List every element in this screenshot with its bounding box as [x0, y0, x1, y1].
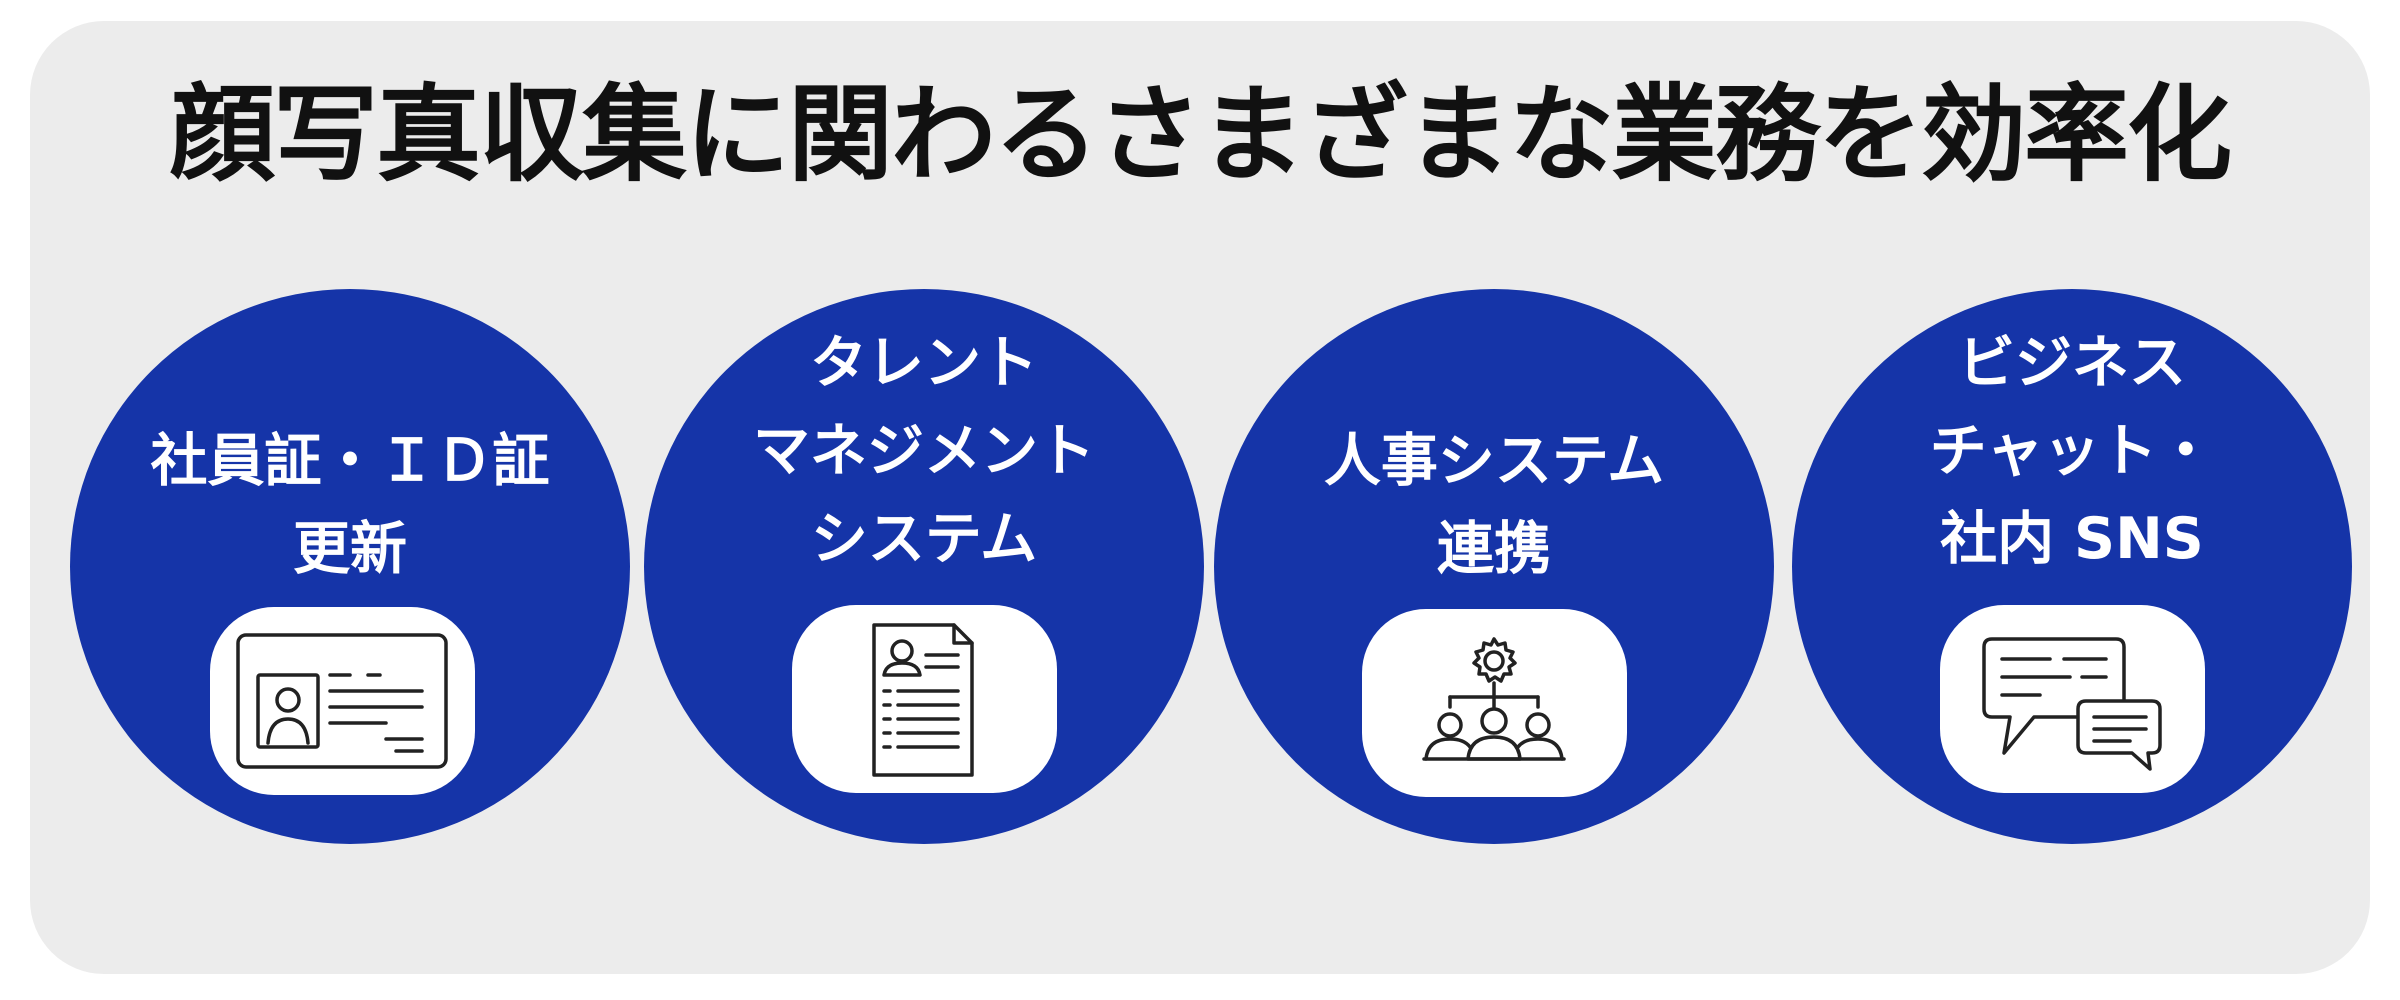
feature-label: タレント マネジメント システム — [644, 319, 1204, 583]
feature-label-line: 社員証・ＩＤ証 — [150, 428, 550, 494]
team-settings-icon-box — [1362, 609, 1627, 797]
personnel-document-icon — [872, 623, 974, 777]
feature-label-line: チャット・ — [1929, 418, 2215, 484]
feature-label-line: 社内 SNS — [1940, 506, 2204, 572]
personnel-document-icon-box — [792, 605, 1057, 793]
feature-circle-hr-system: 人事システム 連携 — [1214, 289, 1774, 844]
feature-label-line: ビジネス — [1958, 330, 2186, 396]
feature-label: ビジネス チャット・ 社内 SNS — [1792, 319, 2352, 583]
id-card-icon-box — [210, 607, 475, 795]
chat-bubbles-icon — [1982, 637, 2162, 771]
feature-circle-talent-management: タレント マネジメント システム — [644, 289, 1204, 844]
feature-circle-business-chat: ビジネス チャット・ 社内 SNS — [1792, 289, 2352, 844]
feature-label: 人事システム 連携 — [1214, 417, 1774, 593]
feature-label-line: システム — [810, 506, 1038, 572]
page-title: 顔写真収集に関わるさまざまな業務を効率化 — [169, 74, 2232, 196]
id-card-icon — [236, 633, 448, 769]
feature-label-line: タレント — [810, 330, 1038, 396]
feature-label-line: 更新 — [293, 516, 407, 582]
feature-circle-id-card: 社員証・ＩＤ証 更新 — [70, 289, 630, 844]
feature-label-line: 連携 — [1437, 516, 1551, 582]
feature-label: 社員証・ＩＤ証 更新 — [70, 417, 630, 593]
team-settings-icon — [1422, 637, 1566, 761]
feature-label-line: マネジメント — [753, 418, 1095, 484]
feature-label-line: 人事システム — [1323, 428, 1665, 494]
chat-bubbles-icon-box — [1940, 605, 2205, 793]
